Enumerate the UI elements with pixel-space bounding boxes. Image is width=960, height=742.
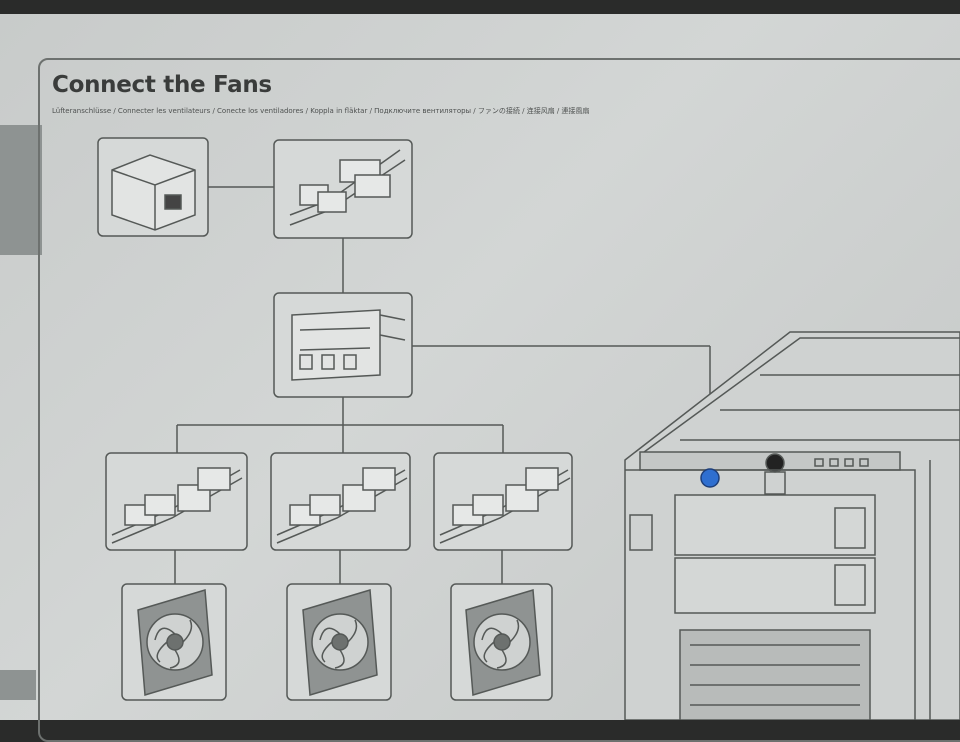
fan-icon-3 bbox=[450, 583, 553, 701]
page-number-tab bbox=[0, 670, 36, 700]
fan-header-button-highlight bbox=[700, 468, 720, 488]
power-supply-box bbox=[97, 137, 209, 237]
fan-connection-diagram bbox=[97, 137, 960, 720]
connection-lines bbox=[174, 186, 711, 584]
page-title: Connect the Fans bbox=[52, 72, 272, 98]
fan-icon-1 bbox=[121, 583, 227, 701]
fan-connector-box-1 bbox=[105, 452, 248, 551]
fan-icon-2 bbox=[286, 583, 392, 701]
fan-connector-box-3 bbox=[433, 452, 573, 551]
pc-case-drawing bbox=[624, 331, 960, 720]
psu-connector-box bbox=[273, 139, 413, 239]
page-subtitle: Lüfteranschlüsse / Connecter les ventila… bbox=[52, 107, 590, 115]
fan-hub-box bbox=[273, 292, 413, 398]
fan-connector-box-2 bbox=[270, 452, 411, 551]
side-section-tab bbox=[0, 125, 42, 255]
